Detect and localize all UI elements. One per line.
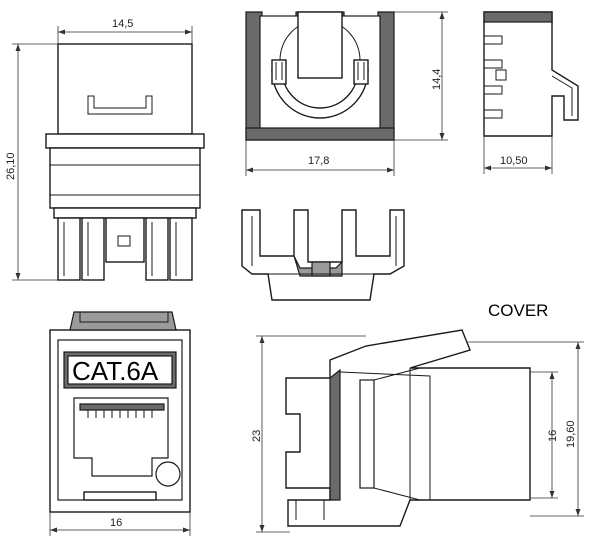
tooth — [145, 217, 169, 281]
jack-side-view — [285, 329, 531, 527]
cover-part — [241, 209, 405, 301]
dimension-front-height — [12, 43, 58, 281]
dim-label-front-height: 26,10 — [5, 152, 17, 180]
front-view-lower-body — [49, 147, 201, 209]
latch-outline — [87, 95, 153, 115]
side-view-body — [483, 11, 579, 137]
dim-label-top-height: 14,4 — [431, 69, 443, 90]
dimension-top-height — [394, 11, 448, 141]
mounting-hole — [155, 461, 181, 487]
dimension-side-height-right — [466, 341, 584, 517]
dim-label-top-width: 17,8 — [308, 155, 329, 167]
front-view-band — [45, 133, 205, 149]
cover-label: COVER — [488, 301, 548, 320]
tooth — [57, 217, 81, 281]
jack-side-body — [285, 329, 531, 527]
dimension-side-height-inner — [530, 371, 558, 499]
tooth — [169, 217, 193, 281]
cat-badge-label: CAT.6A — [72, 356, 159, 386]
dimension-front-width — [57, 26, 193, 44]
dimension-top-width — [245, 140, 395, 176]
tooth — [81, 217, 105, 281]
dim-label-side-height-inner: 16 — [547, 430, 559, 442]
dim-label-side-width: 10,50 — [500, 155, 528, 167]
front-view — [45, 43, 205, 281]
dim-label-side-height-right: 19,60 — [565, 420, 577, 448]
jack-front-view: CAT.6A — [49, 311, 191, 513]
dimension-side-width — [483, 136, 553, 174]
cover-outline — [241, 209, 405, 301]
dimension-jack-width — [49, 512, 191, 536]
dim-label-front-width: 14,5 — [112, 18, 133, 30]
dim-label-jack-width: 16 — [110, 517, 122, 529]
dim-label-side-height-outer: 23 — [251, 430, 263, 442]
dimension-side-height-outer — [256, 335, 366, 533]
top-view — [245, 11, 395, 141]
side-view — [483, 11, 579, 137]
front-view-upper-body — [57, 43, 193, 135]
